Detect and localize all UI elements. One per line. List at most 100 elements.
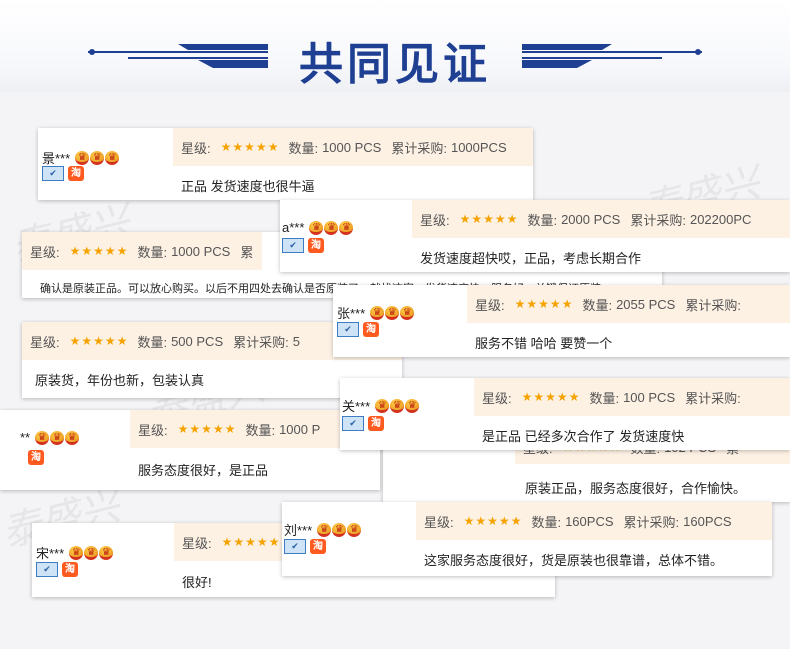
reviewer: 宋*** ♛♛♛ [36, 543, 114, 562]
rating-strip: 星级: ★★★★★ 数量:100 PCS 累计采购: [474, 378, 790, 416]
rating-strip: 星级: ★★★★★ 数量:160PCS 累计采购:160PCS [416, 502, 772, 540]
crown-medal-icon: ♛ [405, 398, 420, 413]
star-icon: ★ [244, 140, 255, 154]
taobao-icon: 淘 [363, 322, 379, 337]
crown-medal-icon: ♛ [317, 522, 332, 537]
taobao-icon: 淘 [308, 238, 324, 253]
verified-user-icon: ✔ [337, 322, 359, 337]
star-icon: ★ [81, 244, 93, 258]
star-icon: ★ [483, 212, 494, 226]
rating-strip: 星级: ★★★★★ 数量:1000 P [130, 410, 380, 448]
review-card: 关*** ♛♛♛ ✔淘 星级: ★★★★★ 数量:100 PCS 累计采购: 是… [340, 378, 790, 450]
star-icon: ★ [69, 244, 81, 258]
review-comment: 发货速度超快哎，正品，考虑长期合作 [420, 251, 642, 266]
rating-stars: ★★★★★ [460, 212, 518, 226]
review-card: a*** ♛♛♛ ✔淘 星级: ★★★★★ 数量:2000 PCS 累计采购:2… [280, 200, 790, 272]
verified-user-icon: ✔ [284, 539, 306, 554]
crown-medal-icon: ♛ [99, 545, 114, 560]
taobao-icon: 淘 [368, 416, 384, 431]
rating-stars: ★★★★★ [464, 514, 522, 528]
rating-strip: 星级: ★★★★★ 数量:1000 PCS 累计采购:1000PCS [173, 128, 533, 166]
star-icon: ★ [475, 514, 487, 528]
crown-medal-icon: ♛ [75, 150, 90, 165]
crown-medal-icon: ♛ [385, 305, 400, 320]
star-icon: ★ [533, 390, 545, 404]
verified-user-icon: ✔ [282, 238, 304, 253]
review-comment: 原装正品，服务态度很好，合作愉快。 [525, 481, 747, 496]
crown-medal-icon: ♛ [309, 220, 324, 235]
crown-medal-icon: ♛ [105, 150, 120, 165]
star-icon: ★ [561, 297, 573, 311]
crown-medal-icon: ♛ [65, 430, 80, 445]
star-icon: ★ [255, 140, 267, 154]
review-comment: 服务态度很好，是正品 [138, 463, 269, 478]
reviewer: 景*** ♛♛♛ [42, 148, 120, 167]
star-icon: ★ [268, 535, 280, 549]
review-comment: 是正品 已经多次合作了 发货速度快 [482, 429, 685, 444]
reviewer: a*** ♛♛♛ [282, 220, 354, 235]
rating-stars: ★★★★★ [522, 390, 580, 404]
rating-stars: ★★★★★ [70, 244, 128, 258]
reviewer: 张*** ♛♛♛ [337, 303, 415, 322]
crown-medal-icon: ♛ [339, 220, 354, 235]
star-icon: ★ [487, 514, 498, 528]
crown-medal-icon: ♛ [400, 305, 415, 320]
crown-medal-icon: ♛ [375, 398, 390, 413]
star-icon: ★ [189, 422, 201, 436]
header-decoration-right [522, 44, 702, 68]
star-icon: ★ [568, 390, 580, 404]
reviewer-name: ** [20, 430, 31, 445]
rating-stars: ★★★★★ [222, 535, 280, 549]
star-icon: ★ [69, 334, 81, 348]
crown-medal-icon: ♛ [35, 430, 50, 445]
star-icon: ★ [267, 140, 279, 154]
reviewer-name: 刘*** [284, 523, 313, 538]
star-icon: ★ [221, 535, 233, 549]
review-card: 景*** ♛♛♛ ✔淘 星级: ★★★★★ 数量:1000 PCS 累计采购:1… [38, 128, 533, 200]
page-title: 共同见证 [299, 39, 491, 90]
review-comment: 服务不错 哈哈 要赞一个 [475, 336, 613, 351]
crown-medal-icon: ♛ [390, 398, 405, 413]
taobao-icon: 淘 [28, 450, 44, 465]
crown-medal-icon: ♛ [84, 545, 99, 560]
star-icon: ★ [514, 297, 526, 311]
star-icon: ★ [212, 422, 224, 436]
rating-stars: ★★★★★ [221, 140, 279, 154]
star-icon: ★ [104, 244, 116, 258]
star-icon: ★ [233, 535, 245, 549]
star-icon: ★ [177, 422, 189, 436]
star-icon: ★ [538, 297, 549, 311]
crown-medal-icon: ♛ [90, 150, 105, 165]
star-icon: ★ [471, 212, 483, 226]
review-card: 张*** ♛♛♛ ✔淘 星级: ★★★★★ 数量:2055 PCS 累计采购: … [333, 285, 790, 357]
star-icon: ★ [506, 212, 518, 226]
verified-user-icon: ✔ [42, 166, 64, 181]
star-icon: ★ [498, 514, 510, 528]
star-icon: ★ [220, 140, 232, 154]
review-comment: 很好! [182, 575, 212, 590]
review-card: 刘*** ♛♛♛ ✔ 淘 星级: ★★★★★ 数量:160PCS 累计采购:160… [282, 502, 772, 576]
review-comment: 原装货，年份也新，包装认真 [35, 373, 205, 388]
star-icon: ★ [93, 334, 104, 348]
star-icon: ★ [232, 140, 244, 154]
reviewer: 刘*** ♛♛♛ [284, 520, 362, 539]
rating-strip: 星级: ★★★★★ 数量:2055 PCS 累计采购: [467, 285, 790, 323]
star-icon: ★ [93, 244, 104, 258]
crown-medal-icon: ♛ [324, 220, 339, 235]
reviewer-name: a*** [282, 220, 305, 235]
reviewer-name: 关*** [342, 399, 371, 414]
star-icon: ★ [556, 390, 568, 404]
star-icon: ★ [81, 334, 93, 348]
star-icon: ★ [521, 390, 533, 404]
crown-medal-icon: ♛ [69, 545, 84, 560]
taobao-icon: 淘 [310, 539, 326, 554]
star-icon: ★ [494, 212, 506, 226]
rating-stars: ★★★★★ [178, 422, 236, 436]
star-icon: ★ [549, 297, 561, 311]
header-decoration-left [88, 44, 268, 68]
star-icon: ★ [256, 535, 268, 549]
rating-stars: ★★★★★ [70, 334, 128, 348]
star-icon: ★ [459, 212, 471, 226]
star-icon: ★ [104, 334, 116, 348]
star-icon: ★ [116, 244, 128, 258]
